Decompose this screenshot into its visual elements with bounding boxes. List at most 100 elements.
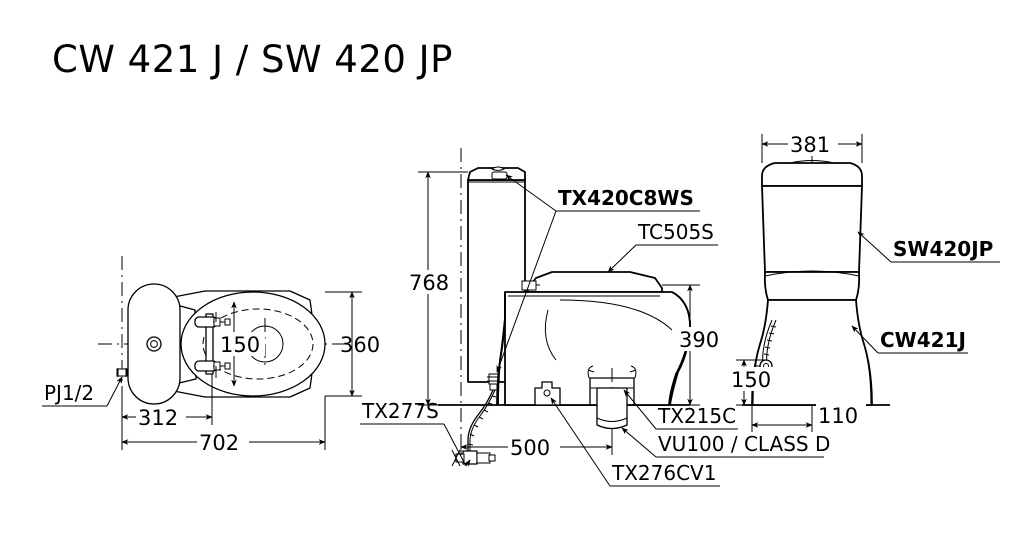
dim-702-top: 702 [121,396,326,455]
seat-lid-outline [527,271,663,293]
label-tx276cv1-text: TX276CV1 [611,461,716,485]
front-supply-hose [762,319,773,365]
label-cw421j: CW421J [851,325,968,354]
drain-flange-sides [589,377,635,406]
dim110-text-bg [816,403,866,427]
front-supply-hose-edge [766,319,777,365]
label-tx420c8ws: TX420C8WS [496,174,700,373]
dim-381-front: 381 [761,132,863,163]
label-tc505s: TC505S [607,220,718,273]
label-vu100-leader [621,427,657,458]
fill-valve-body [488,373,499,385]
supply-hose-edge [469,389,496,452]
label-tx420c8ws-text: TX420C8WS [558,186,694,210]
top-view-supply-fitting [116,368,128,377]
dim-150-front-value: 150 [731,368,771,392]
label-tx215c-text: TX215C [657,404,736,428]
front-shoulder-curve [764,270,860,277]
valve-outlet [476,452,491,464]
front-tank-body [761,185,863,273]
dim-768-side: 768 [408,171,468,406]
front-tank-lid [761,162,863,187]
front-lid-top-curve [789,160,835,164]
dim-150-value: 150 [220,333,260,357]
dim-110-value: 110 [818,404,858,428]
label-tx277s: TX277S [360,399,471,467]
label-tx276cv1-leader [550,397,611,487]
hinge-cap-upper [224,318,231,326]
dim150f-text-bg [730,367,778,391]
dim390-text-bg [677,327,725,351]
drain-anchor-right-tick [629,369,637,373]
dim-390-value: 390 [679,328,719,352]
label-pj12-text: PJ1/2 [44,381,94,405]
seat-inner-opening [202,308,314,380]
hinge-cap-lower [224,362,231,370]
dim150-text-bg [219,332,265,356]
dim768-text-bg [408,270,454,294]
supply-hose-braid [467,395,497,446]
dim-500-value: 500 [510,436,550,460]
drain-anchor-left-tick [587,369,595,373]
label-tx277s-text: TX277S [361,399,439,423]
front-hose-braid [763,325,777,356]
fill-valve-shank [489,383,498,391]
valve-cap [488,454,496,462]
top-view: 150 360 312 [42,256,380,455]
dim-110-front: 110 [751,403,866,432]
drain-pipe-bottom-ellipse [596,417,628,422]
bracket-bolt-hole [543,389,551,397]
label-cw421j-leader [851,325,879,354]
label-sw420jp-text: SW420JP [893,237,993,261]
valve-body [462,450,478,465]
dim-381-value: 381 [790,133,830,157]
bowl-rim-underline [559,299,673,331]
seat-hinge-plate [205,313,214,375]
label-tx215c-leader [623,389,657,430]
front-tank-shoulder [763,271,861,301]
dim-390-side: 390 [662,284,725,406]
bowl-inner-curve [544,309,557,361]
tank-lid-button-inner [150,340,158,348]
label-tx420c8ws-leader-lid [505,174,557,212]
label-cw421j-text: CW421J [880,328,966,352]
label-tx215c: TX215C [623,389,738,430]
front-pedestal-right-edge [855,299,872,406]
supply-fitting-body [116,368,128,377]
flush-button [491,166,505,171]
dim-312-value: 312 [138,406,178,430]
label-tx277s-leader-arrow [464,459,471,467]
label-tx277s-leader-seg [443,423,467,467]
dim500-text-bg [508,435,560,459]
supply-hose [467,389,494,453]
label-tc505s-leader [607,244,637,273]
hinge-nut-upper [213,317,221,327]
dim-360-top: 360 [325,291,380,397]
dim381-text-bg [788,132,838,156]
label-vu100: VU100 / CLASS D [621,427,830,458]
label-pj12-leader [106,376,123,407]
label-sw420jp-leader [857,231,892,263]
dim-768-value: 768 [409,271,449,295]
drain-pipe-assembly [587,365,637,440]
label-pj12: PJ1/2 [42,376,123,407]
dim-500-side: 500 [460,432,613,460]
dim702-text-bg [197,430,249,454]
dim-150-front: 150 [730,359,778,406]
label-tx420c8ws-leader-valve [496,210,557,373]
page-title: CW 421 J / SW 420 JP [52,38,453,81]
dim-702-value: 702 [199,431,239,455]
dim312-text-bg [136,405,186,429]
dim-312-top: 312 [121,374,213,430]
dim-360-value: 360 [340,333,380,357]
dim-150-top: 150 [215,301,265,387]
hinge-nut-lower [213,361,221,371]
front-elevation-view: 381 150 110 SW420JP [730,132,1000,432]
side-elevation-view: 768 390 500 TX420C8WS [360,148,830,487]
flush-button-plate [491,171,508,180]
label-vu100-text: VU100 / CLASS D [658,432,830,456]
label-tc505s-text: TC505S [637,220,714,244]
label-tx276cv1: TX276CV1 [550,397,720,487]
